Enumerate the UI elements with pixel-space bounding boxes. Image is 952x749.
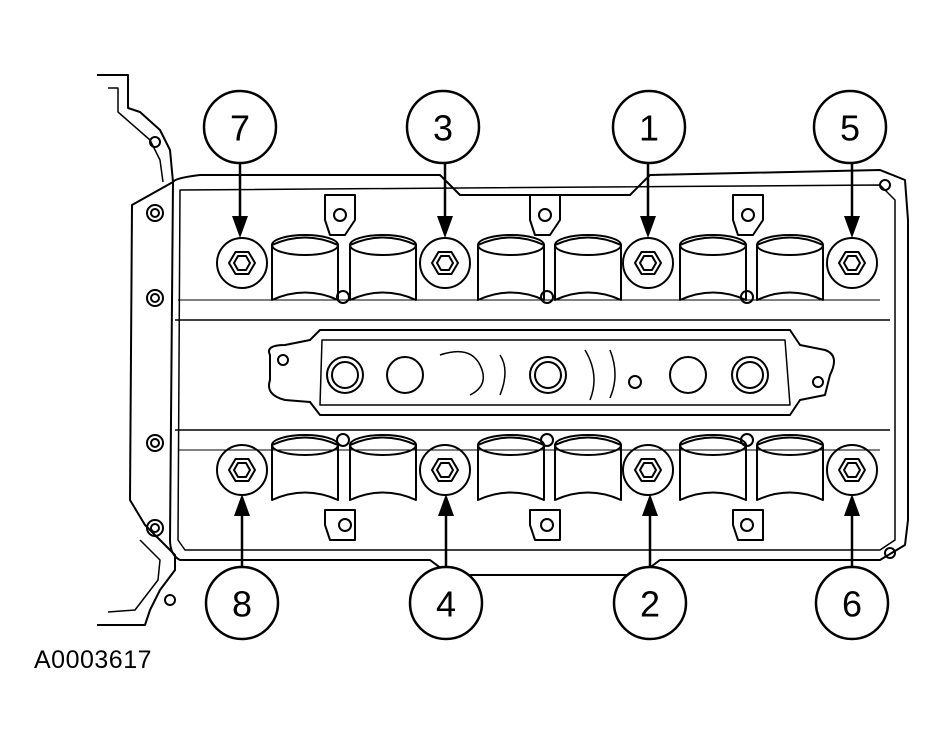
callout-label-4: 4 — [436, 584, 456, 625]
spark-plug-plate — [268, 329, 835, 416]
arrow-4 — [438, 494, 454, 516]
bottom-cam-journals — [271, 434, 824, 501]
callout-circle-5 — [812, 89, 888, 165]
callout-circle-3 — [405, 89, 481, 165]
bolt-5 — [826, 237, 878, 289]
callout-label-1: 1 — [639, 108, 659, 149]
bolt-2 — [622, 444, 674, 496]
callout-circle-7 — [202, 89, 278, 165]
bolt-7 — [216, 237, 268, 289]
callout-circle-1 — [611, 89, 687, 165]
head-left-flange — [97, 74, 176, 626]
callout-label-2: 2 — [640, 584, 660, 625]
callout-circle-2 — [612, 565, 688, 641]
callout-label-6: 6 — [842, 584, 862, 625]
head-outline — [169, 169, 909, 576]
bolt-3 — [419, 237, 471, 289]
callout-label-8: 8 — [232, 584, 252, 625]
callout-label-5: 5 — [840, 108, 860, 149]
callout-label-3: 3 — [433, 108, 453, 149]
arrow-5 — [844, 216, 860, 238]
bolt-4 — [419, 444, 471, 496]
arrow-8 — [234, 494, 250, 516]
arrow-3 — [437, 216, 453, 238]
callout-circle-8 — [204, 565, 280, 641]
bolt-6 — [826, 444, 878, 496]
figure-reference-code: A0003617 — [34, 646, 153, 674]
callout-circle-4 — [408, 565, 484, 641]
arrow-1 — [640, 216, 656, 238]
callout-label-7: 7 — [230, 108, 250, 149]
callout-circle-6 — [814, 565, 890, 641]
top-cam-journals — [271, 234, 824, 301]
arrow-2 — [642, 494, 658, 516]
bolt-1 — [622, 237, 674, 289]
arrow-6 — [844, 494, 860, 516]
bolt-8 — [216, 444, 268, 496]
arrow-7 — [232, 216, 248, 238]
